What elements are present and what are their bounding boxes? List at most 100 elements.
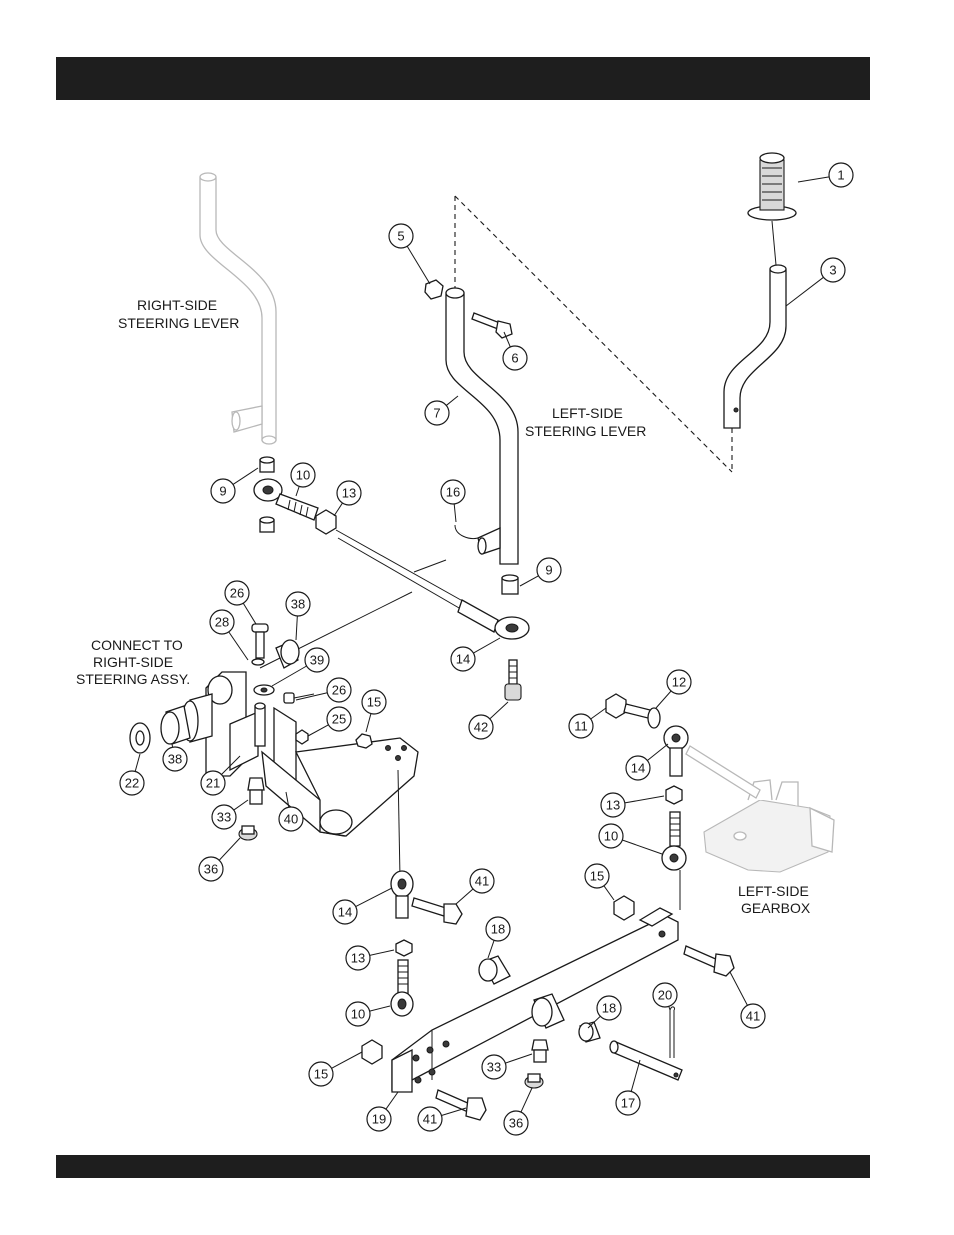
callout-leader <box>521 1088 532 1112</box>
callout-number: 25 <box>332 712 346 727</box>
callout-leader <box>473 638 500 653</box>
left-lever-label: LEFT-SIDE STEERING LEVER <box>525 405 646 439</box>
callout-36: 36 <box>504 1088 532 1135</box>
callout-leader <box>656 691 671 708</box>
bolt-42 <box>505 660 521 700</box>
screw-26 <box>252 624 268 658</box>
bushing-38b <box>161 706 190 744</box>
fitting-33b <box>532 1040 548 1062</box>
callout-20: 20 <box>653 983 677 1010</box>
callout-5: 5 <box>389 224 430 284</box>
callout-number: 14 <box>338 905 352 920</box>
callout-17: 17 <box>616 1060 640 1115</box>
callout-number: 40 <box>284 812 298 827</box>
gearbox-ghost <box>686 746 834 872</box>
callout-number: 17 <box>621 1096 635 1111</box>
bushing-18a <box>479 956 510 984</box>
callout-leader <box>604 886 614 900</box>
callout-leader <box>233 468 258 484</box>
callout-leader <box>219 838 240 860</box>
callout-38: 38 <box>286 592 310 640</box>
nut-15b <box>362 1040 382 1064</box>
callout-leader <box>370 1006 390 1011</box>
callout-number: 41 <box>746 1009 760 1024</box>
callout-12: 12 <box>656 670 691 708</box>
connect-label: CONNECT TO RIGHT-SIDE STEERING ASSY. <box>76 637 190 687</box>
callout-leader <box>786 277 823 306</box>
rod-end-14-mid <box>391 871 413 918</box>
bolt-41c <box>684 946 734 976</box>
callout-13: 13 <box>334 481 361 516</box>
washer-12 <box>648 708 660 728</box>
callout-11: 11 <box>569 708 606 738</box>
callouts: 1356791013169263828391442262515223821334… <box>120 163 853 1135</box>
callout-number: 41 <box>423 1112 437 1127</box>
nut-13-mid <box>396 940 412 956</box>
callout-number: 38 <box>291 597 305 612</box>
callout-7: 7 <box>425 396 458 425</box>
cap-36b <box>525 1074 543 1088</box>
nut-13-right <box>666 786 682 804</box>
callout-10: 10 <box>599 824 662 854</box>
callout-leader <box>234 800 248 810</box>
callout-14: 14 <box>626 744 668 780</box>
callout-leader <box>135 754 140 771</box>
callout-number: 41 <box>475 874 489 889</box>
callout-number: 5 <box>397 229 404 244</box>
callout-number: 13 <box>342 486 356 501</box>
callout-41: 41 <box>730 972 765 1028</box>
callout-number: 19 <box>372 1112 386 1127</box>
gearbox-label: LEFT-SIDE GEARBOX <box>738 883 813 916</box>
callout-number: 33 <box>217 810 231 825</box>
rod-end-10-right <box>662 812 686 870</box>
callout-13: 13 <box>601 793 664 817</box>
bolt-41a <box>412 898 462 924</box>
callout-number: 9 <box>219 484 226 499</box>
callout-25: 25 <box>308 707 351 736</box>
callout-number: 12 <box>672 675 686 690</box>
callout-number: 11 <box>574 719 588 734</box>
callout-14: 14 <box>451 638 500 671</box>
callout-number: 39 <box>310 653 324 668</box>
callout-leader <box>334 503 342 516</box>
callout-leader <box>332 1052 362 1068</box>
callout-number: 10 <box>351 1007 365 1022</box>
callout-leader <box>366 714 371 732</box>
callout-number: 3 <box>829 263 836 278</box>
bushing-18c <box>579 1022 600 1042</box>
callout-number: 16 <box>446 485 460 500</box>
callout-leader <box>356 888 392 907</box>
callout-leader <box>446 396 458 405</box>
callout-leader <box>386 1092 398 1109</box>
callout-number: 26 <box>230 586 244 601</box>
callout-number: 15 <box>314 1067 328 1082</box>
callout-18: 18 <box>588 996 621 1028</box>
bolt-6 <box>472 313 512 338</box>
callout-42: 42 <box>469 702 508 739</box>
callout-14: 14 <box>333 888 392 924</box>
callout-leader <box>272 666 307 686</box>
callout-leader <box>296 486 299 496</box>
callout-number: 18 <box>602 1001 616 1016</box>
callout-10: 10 <box>291 463 315 496</box>
lever-3 <box>724 265 786 428</box>
callout-16: 16 <box>441 480 465 522</box>
callout-leader <box>441 1108 466 1115</box>
callout-number: 15 <box>367 695 381 710</box>
callout-number: 14 <box>631 761 645 776</box>
nut-13 <box>316 510 336 534</box>
callout-10: 10 <box>346 1002 390 1026</box>
callout-number: 21 <box>206 776 220 791</box>
callout-leader <box>488 940 494 958</box>
spacer-9 <box>502 575 518 594</box>
rod-end-10-mid <box>391 960 413 1016</box>
callout-leader <box>308 725 328 736</box>
callout-19: 19 <box>367 1092 398 1131</box>
grip <box>748 153 796 220</box>
pin-17 <box>610 1041 682 1080</box>
callout-number: 22 <box>125 776 139 791</box>
screw-26b <box>284 693 314 703</box>
nut-15a <box>356 734 372 748</box>
callout-number: 36 <box>509 1116 523 1131</box>
